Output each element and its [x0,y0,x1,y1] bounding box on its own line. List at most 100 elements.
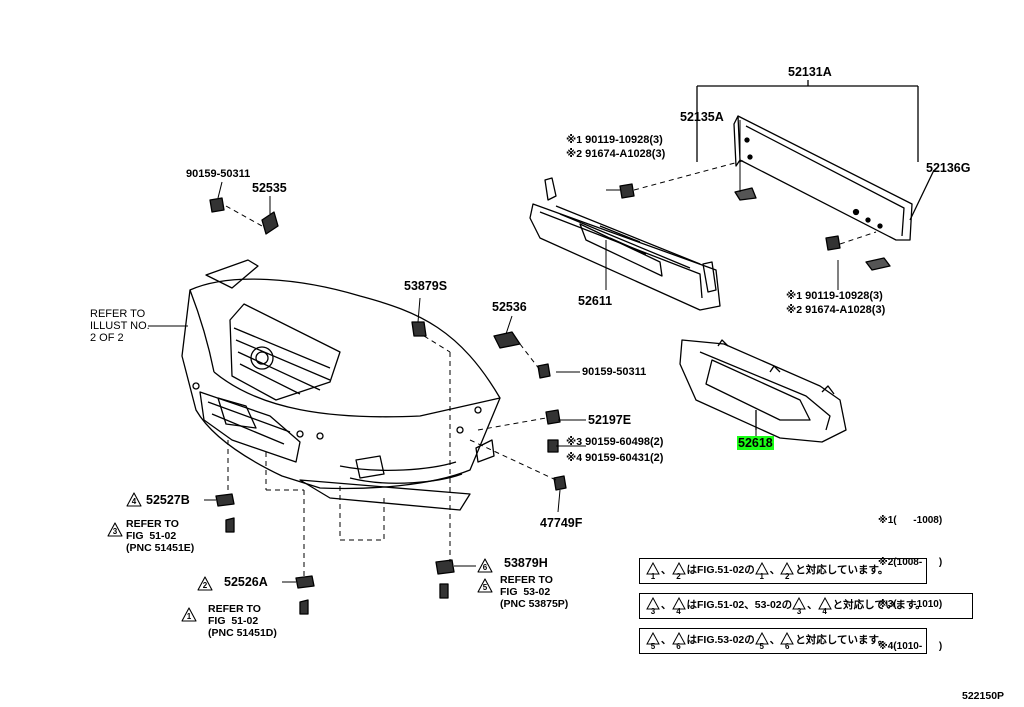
note2-tri-a: 3 [646,597,660,616]
refer-illust-line-2: ILLUST NO. [90,320,150,332]
date-note-4: ※4(1010- ) [878,640,942,654]
label-52527b[interactable]: 52527B [146,493,190,507]
label-90159-50311-top[interactable]: 90159-50311 [186,168,251,180]
note1-end: と対応しています。 [795,564,889,576]
note1-tri-a: 1 [646,562,660,581]
note3-mid: はFIG.53-02の [686,634,755,646]
label-52131a[interactable]: 52131A [788,65,832,79]
date-note-3: ※3( -1010) [878,598,942,612]
note3-sep2: 、 [769,634,781,646]
part-91674-top: 91674-A1028(3) [585,148,666,160]
label-52536[interactable]: 52536 [492,300,527,314]
date-text-3: ( -1010) [893,599,943,610]
fastener-note-4[interactable]: ※4 90159-60431(2) [566,452,663,464]
part-90119-top: 90119-10928(3) [585,134,663,146]
label-52136g[interactable]: 52136G [926,161,971,175]
note3-tri-d: 6 [780,632,795,651]
tri-num-4a: 4 [132,497,137,506]
refer-illust-line-3: 2 OF 2 [90,332,124,344]
fastener-top-1[interactable]: ※1 90119-10928(3) [566,134,663,146]
mark-4: ※4 [566,452,583,464]
note1-sep: 、 [661,564,672,576]
refer-illust-line-1: REFER TO [90,308,146,320]
note1-tri-c: 1 [754,562,769,581]
mark-2-top: ※2 [566,148,583,160]
note1-sep2: 、 [769,564,781,576]
mark-2-right: ※2 [786,304,803,316]
date-text-4: (1010- ) [893,641,943,652]
label-53879h[interactable]: 53879H [504,556,548,570]
mark-1-top: ※1 [566,134,583,146]
absorber-52611 [529,177,721,311]
note2-end: と対応しています。 [832,599,926,611]
refer-5-line-1: REFER TO [500,574,553,586]
part-90119-right: 90119-10928(3) [805,290,883,302]
note2-tri-c: 3 [792,597,806,616]
note2-tri-b: 4 [671,597,686,616]
refer-1-line-1: REFER TO [208,603,261,615]
label-90159-50311-mid[interactable]: 90159-50311 [582,366,647,378]
label-90159-60431: 90159-60431(2) [585,452,664,464]
fasteners [209,183,841,615]
date-mark-1: ※1 [878,515,894,526]
tri-num-6: 6 [483,563,488,572]
date-mark-3: ※3 [878,599,894,610]
tri-num-5: 5 [483,583,488,592]
mark-1-right: ※1 [786,290,803,302]
tri-num-1: 1 [187,612,192,621]
fastener-right-2[interactable]: ※2 91674-A1028(3) [786,304,885,316]
label-52618[interactable]: 52618 [737,436,774,450]
date-mark-4: ※4 [878,641,894,652]
note2-tri-d: 4 [817,597,832,616]
leader-lines [148,120,839,583]
absorber-52618 [679,339,847,443]
bracket-52131a [696,80,919,162]
label-52535[interactable]: 52535 [252,181,287,195]
date-text-2: (1008- ) [893,557,943,568]
mark-3: ※3 [566,436,583,448]
note1-tri-b: 2 [671,562,686,581]
date-text-1: ( -1008) [893,515,943,526]
label-47749f[interactable]: 47749F [540,516,583,530]
label-90159-60498: 90159-60498(2) [585,436,664,448]
label-53879s[interactable]: 53879S [404,279,448,293]
fastener-top-2[interactable]: ※2 91674-A1028(3) [566,148,665,160]
note2-sep2: 、 [807,599,818,611]
label-52526a[interactable]: 52526A [224,575,268,589]
tri-num-3: 3 [113,527,118,536]
refer-3-line-3: (PNC 51451E) [126,542,195,554]
part-91674-right: 91674-A1028(3) [805,304,886,316]
fastener-note-3[interactable]: ※3 90159-60498(2) [566,436,663,448]
refer-1-line-2: FIG 51-02 [208,615,259,627]
note3-tri-a: 5 [646,632,660,651]
refer-5-line-3: (PNC 53875P) [500,598,569,610]
illustration-code: 522150P [962,690,1005,702]
label-52618-text: 52618 [737,436,774,450]
label-52611[interactable]: 52611 [578,294,613,308]
note3-end: と対応しています。 [795,634,889,646]
refer-3-line-2: FIG 51-02 [126,530,177,542]
ref-triangle-numbers: 4 3 2 1 6 5 [113,497,488,621]
reinforcement-52136g [733,115,935,271]
note3-sep: 、 [661,634,672,646]
note2-sep: 、 [661,599,672,611]
note2-mid: はFIG.51-02、53-02の [686,599,793,611]
tri-num-2: 2 [203,581,208,590]
date-legend: ※1( -1008) ※2(1008- ) ※3( -1010) ※4(1010… [878,486,942,682]
date-mark-2: ※2 [878,557,894,568]
fastener-right-1[interactable]: ※1 90119-10928(3) [786,290,883,302]
refer-3-line-1: REFER TO [126,518,179,530]
label-52135a[interactable]: 52135A [680,110,724,124]
refer-5-line-2: FIG 53-02 [500,586,551,598]
note3-tri-c: 5 [754,632,769,651]
note1-tri-d: 2 [780,562,795,581]
label-52197e[interactable]: 52197E [588,413,632,427]
